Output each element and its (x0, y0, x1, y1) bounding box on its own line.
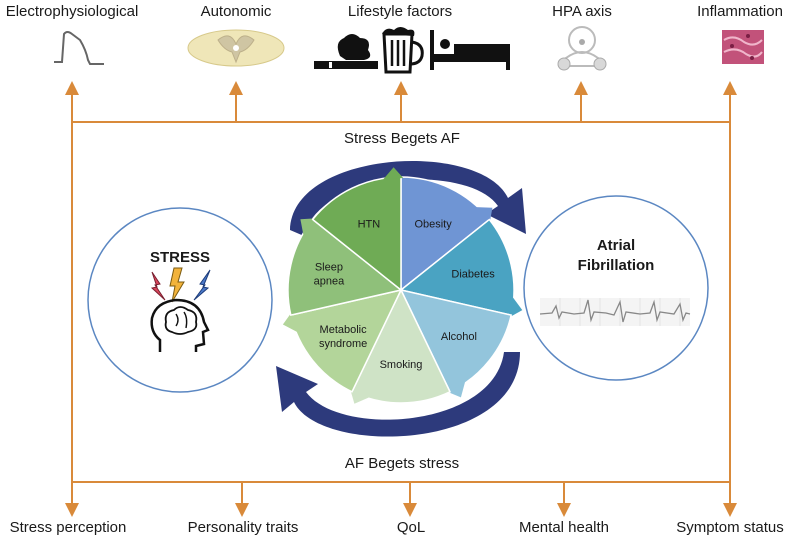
wheel-segment-label: Obesity (414, 218, 452, 230)
cycle-arrow-top (290, 161, 526, 236)
action-potential-icon (54, 31, 104, 65)
beer-mug-icon (382, 27, 424, 74)
outcome-symptom-status: Symptom status (676, 519, 784, 536)
factor-autonomic: Autonomic (201, 3, 272, 20)
factor-inflammation: Inflammation (697, 3, 783, 20)
ecg-trace-icon (539, 298, 691, 326)
inflamed-tissue-icon (722, 30, 764, 64)
wheel-segment-label: Alcohol (441, 331, 477, 343)
af-circle: Atrial Fibrillation (523, 195, 709, 381)
outcome-personality-traits: Personality traits (188, 519, 299, 536)
cigarette-icon (314, 34, 378, 69)
wheel-segment-arrow (383, 167, 404, 180)
cycle-arrow-bottom (276, 352, 520, 437)
bed-icon (430, 30, 510, 70)
hpa-axis-icon (557, 26, 607, 71)
wheel-segment-arrow (476, 207, 493, 222)
factor-electrophysiological: Electrophysiological (6, 3, 139, 20)
lightning-bolts-icon (150, 267, 211, 303)
caption-stress-begets-af: Stress Begets AF (344, 130, 460, 147)
wheel-segment-arrow (447, 381, 466, 398)
orange-frame (65, 81, 737, 517)
wheel-segment-arrow (350, 389, 370, 404)
caption-af-begets-stress: AF Begets stress (345, 455, 459, 472)
wheel-segment-label: Smoking (380, 359, 423, 371)
stress-circle: STRESS (87, 207, 273, 393)
outcome-stress-perception: Stress perception (10, 519, 127, 536)
outcome-mental-health: Mental health (519, 519, 609, 536)
wheel-segment-arrow (300, 218, 315, 235)
factor-lifestyle: Lifestyle factors (348, 3, 452, 20)
wheel-segment-label: Diabetes (451, 269, 495, 281)
outcome-qol: QoL (397, 519, 425, 536)
brain-head-icon (150, 298, 210, 352)
wheel-segment-arrow (509, 297, 523, 318)
af-title-line1: Atrial (597, 237, 635, 254)
af-title-line2: Fibrillation (578, 257, 655, 274)
wheel-segment-label: HTN (358, 218, 381, 230)
spinal-cord-icon (187, 29, 285, 67)
wheel-segment-arrow (282, 312, 298, 332)
factor-hpa-axis: HPA axis (552, 3, 612, 20)
stress-title: STRESS (150, 249, 210, 266)
